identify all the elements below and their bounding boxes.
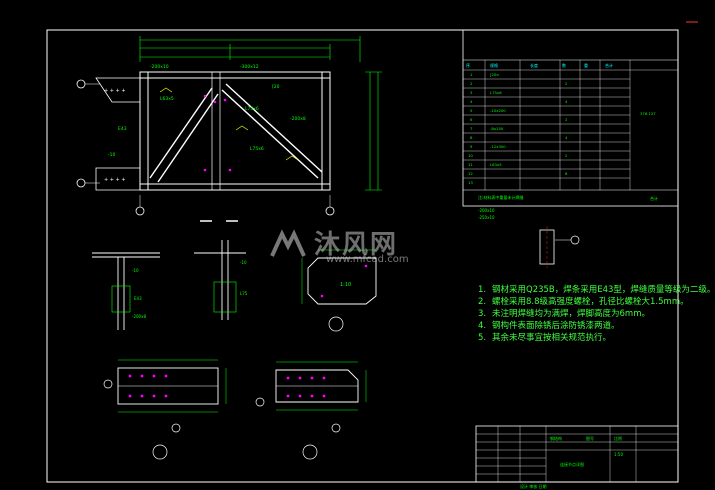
svg-text:-10x200: -10x200 [490, 108, 506, 113]
note-number: 5. [478, 333, 487, 343]
axis-bubble-bottom-2 [325, 206, 335, 216]
axis-bubble-top-left [76, 79, 86, 89]
watermark-url: www.mfcad.com [326, 254, 409, 265]
svg-text:-200x8: -200x8 [132, 314, 146, 319]
svg-text:L75: L75 [240, 291, 248, 296]
svg-text:[20: [20 [272, 84, 280, 90]
svg-text:+ + + +: + + + + [104, 88, 126, 94]
svg-text:-10: -10 [108, 152, 115, 158]
svg-text:序: 序 [466, 62, 470, 68]
svg-text:规格: 规格 [490, 62, 498, 68]
svg-text:4: 4 [565, 135, 568, 140]
watermark-title: 沐风网 [314, 230, 399, 260]
svg-text:注:材料表中重量未计焊缝: 注:材料表中重量未计焊缝 [478, 194, 523, 200]
svg-text:5: 5 [470, 108, 473, 113]
detail-9 [255, 361, 367, 460]
note-number: 4. [478, 321, 487, 331]
svg-text:[20a: [20a [490, 72, 499, 77]
svg-text:9: 9 [470, 144, 473, 149]
svg-text:+ + + +: + + + + [104, 177, 126, 183]
svg-text:2: 2 [565, 153, 568, 158]
note-5: 5. 其余未尽事宜按相关规范执行。 [478, 331, 611, 343]
svg-text:6: 6 [470, 117, 473, 122]
svg-text:376.127: 376.127 [640, 111, 656, 116]
svg-text:比例: 比例 [614, 435, 622, 441]
svg-text:-300x12: -300x12 [240, 64, 259, 70]
svg-text:7: 7 [470, 126, 473, 131]
svg-text:3: 3 [470, 90, 473, 95]
svg-text:L63x5: L63x5 [490, 162, 502, 167]
watermark-logo-icon [270, 229, 306, 257]
main-elevation: + + + + + + + + -200x10 -300x12 L63x5 L7… [76, 36, 382, 222]
svg-text:E43: E43 [118, 126, 127, 132]
svg-text:-200x8: -200x8 [290, 116, 306, 122]
axis-bubble-bottom-left [76, 178, 86, 188]
svg-text:2: 2 [470, 81, 473, 86]
axis-bubble-bottom-1 [135, 206, 145, 216]
svg-text:-10: -10 [240, 260, 247, 265]
svg-text:设计 审核 日期: 设计 审核 日期 [520, 483, 547, 489]
note-number: 1. [478, 285, 487, 295]
svg-text:8: 8 [565, 171, 568, 176]
note-text: 未注明焊缝均为满焊，焊脚高度为6mm。 [492, 309, 650, 319]
svg-text:-10: -10 [132, 268, 139, 273]
note-text: 钢构件表面除锈后涂防锈漆两道。 [492, 321, 620, 331]
svg-text:钢结构: 钢结构 [550, 435, 562, 441]
svg-text:连接节点详图: 连接节点详图 [560, 461, 584, 467]
svg-text:8: 8 [470, 135, 473, 140]
svg-text:4: 4 [470, 99, 473, 104]
svg-text:4: 4 [565, 99, 568, 104]
svg-text:重: 重 [584, 62, 588, 68]
svg-text:10: 10 [468, 153, 473, 158]
svg-text:合计: 合计 [605, 62, 613, 68]
note-number: 2. [478, 297, 487, 307]
svg-text:合计: 合计 [650, 195, 658, 201]
detail-8 [103, 359, 227, 460]
svg-text:E43: E43 [134, 296, 142, 301]
detail-10: 1:10 [301, 249, 377, 332]
note-number: 3. [478, 309, 487, 319]
svg-text:2: 2 [565, 117, 568, 122]
note-text: 其余未尽事宜按相关规范执行。 [492, 333, 612, 343]
note-1: 1. 钢材采用Q235B，焊条采用E43型，焊缝质量等级为二级。 [478, 283, 715, 295]
svg-text:-200x10: -200x10 [150, 64, 169, 70]
note-text: 螺栓采用8.8级高强度螺栓，孔径比螺栓大1.5mm。 [492, 297, 689, 307]
svg-text:L75x6: L75x6 [490, 90, 502, 95]
svg-text:1:50: 1:50 [614, 452, 623, 457]
material-table: 序规格长度 数重合计 123 456 789 101112 13 [20aL75… [462, 29, 679, 220]
sheet-border-outer [46, 29, 679, 483]
svg-text:数: 数 [562, 62, 566, 68]
detail-left-2 [194, 240, 246, 320]
svg-text:-250x10: -250x10 [478, 215, 495, 220]
svg-text:-12x300: -12x300 [490, 144, 506, 149]
svg-text:13: 13 [468, 180, 473, 185]
title-block: 钢结构 图号 比例 1:50 连接节点详图 设计 审核 日期 [475, 425, 679, 489]
svg-text:L63x5: L63x5 [160, 96, 174, 102]
note-text: 钢材采用Q235B，焊条采用E43型，焊缝质量等级为二级。 [492, 285, 715, 295]
note-4: 4. 钢构件表面除锈后涂防锈漆两道。 [478, 319, 620, 331]
svg-text:长度: 长度 [530, 62, 538, 68]
detail-left-1 [92, 252, 160, 330]
note-3: 3. 未注明焊缝均为满焊，焊脚高度为6mm。 [478, 307, 650, 319]
svg-text:-200x10: -200x10 [478, 208, 495, 213]
svg-text:12: 12 [468, 171, 473, 176]
svg-text:L75x6: L75x6 [250, 146, 264, 152]
svg-text:-8x150: -8x150 [490, 126, 504, 131]
note-2: 2. 螺栓采用8.8级高强度螺栓，孔径比螺栓大1.5mm。 [478, 295, 689, 307]
svg-text:L75x6: L75x6 [245, 106, 259, 112]
svg-text:1: 1 [470, 72, 473, 77]
svg-text:2: 2 [565, 81, 568, 86]
svg-text:图号: 图号 [586, 435, 594, 441]
section-11 [539, 226, 580, 268]
watermark: 沐风网 www.mfcad.com [268, 224, 438, 268]
svg-text:11: 11 [468, 162, 473, 167]
svg-text:1:10: 1:10 [340, 282, 351, 288]
